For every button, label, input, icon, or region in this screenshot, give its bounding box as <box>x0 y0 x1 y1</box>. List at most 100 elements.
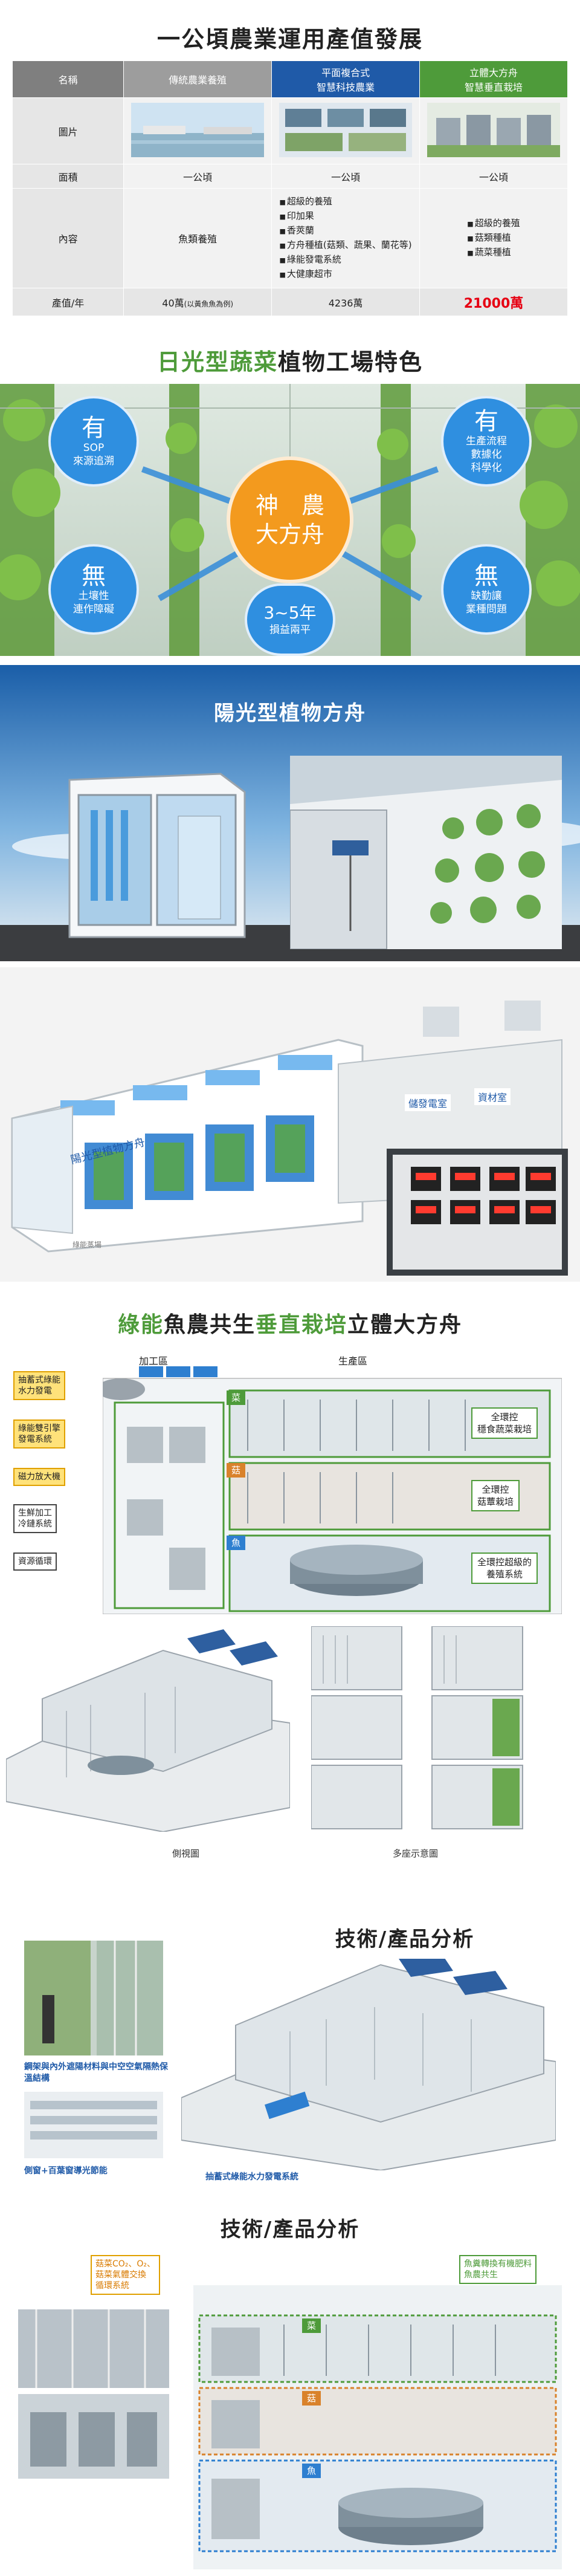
list-item: 超級的養殖 <box>280 195 412 209</box>
feature-small: 來源追溯 <box>73 455 114 467</box>
section-sunlight-ark: 陽光型植物方舟 <box>0 665 580 961</box>
row-label-content: 內容 <box>11 188 124 288</box>
output-flat: 4236萬 <box>271 288 420 316</box>
section4-title-black2: 立體大方舟 <box>347 1312 463 1337</box>
room-label-materials: 資材室 <box>474 1088 511 1105</box>
list-item: 大健康超市 <box>280 267 412 282</box>
section4-title-green: 綠能 <box>117 1312 164 1337</box>
table-row-image: 圖片 <box>11 97 568 164</box>
list-item: 綠能發電系統 <box>280 253 412 267</box>
table-row-output: 產值/年 40萬(以黃魚魚為例) 4236萬 21000萬 <box>11 288 568 316</box>
caption-steel-frame: 鋼架與內外遮陽材料與中空空氣隔熱保溫結構 <box>24 2062 168 2083</box>
side-view-illustration <box>6 1629 290 1832</box>
list-item: 香莢蘭 <box>280 224 412 238</box>
section-vertical-ark: 綠能魚農共生垂直栽培立體大方舟 加工區 生產區 菜 菇 魚 抽蓄式綠能 水力發電… <box>0 1300 580 1880</box>
list-item: 蔬菜種植 <box>467 245 520 260</box>
side-window-photo <box>24 2092 163 2158</box>
multi-view-illustration <box>311 1626 523 1829</box>
section1-title: 一公頃農業運用產值發展 <box>156 26 423 53</box>
ark-exterior-illustration <box>0 967 580 1282</box>
content-flat-list: 超級的養殖 印加果 香莢蘭 方舟種植(菇類、蔬果、蘭花等) 綠能發電系統 大健康… <box>280 195 412 282</box>
table-header-row: 名稱 傳統農業養殖 平面複合式 智慧科技農業 立體大方舟 智慧垂直栽培 <box>11 60 568 98</box>
output-traditional-value: 40萬 <box>162 297 184 309</box>
table-row-content: 內容 魚類養殖 超級的養殖 印加果 香莢蘭 方舟種植(菇類、蔬果、蘭花等) 綠能… <box>11 188 568 288</box>
list-item: 印加果 <box>280 209 412 224</box>
center-circle: 神 農 大方舟 <box>227 456 353 583</box>
floor-tag-vegetable-2: 菜 <box>302 2318 321 2333</box>
caption-side-window: 側窗+百葉窗導光節能 <box>24 2166 108 2176</box>
section2-title: 日光型蔬菜植物工場特色 <box>0 343 580 377</box>
fish-farm-cross-section <box>193 2285 562 2569</box>
feature-circle-process: 有 生產流程 數據化 科學化 <box>441 396 532 487</box>
header-ark: 立體大方舟 智慧垂直栽培 <box>419 60 568 98</box>
section-tech-analysis-2: 技術/產品分析 菇菜CO₂、O₂、 菇菜氣體交換 循環系統 魚糞轉換有機肥料 魚… <box>0 2207 580 2569</box>
header-traditional: 傳統農業養殖 <box>123 60 272 98</box>
zone-label-processing: 加工區 <box>139 1355 169 1367</box>
content-ark-list: 超級的養殖 菇類種植 蔬菜種植 <box>467 216 520 260</box>
tag-fish-fertilizer: 魚糞轉換有機肥料 魚農共生 <box>459 2255 536 2284</box>
row-label-output: 產值/年 <box>11 288 124 316</box>
feature-circle-breakeven: 3~5年 損益兩平 <box>245 583 335 656</box>
list-item: 方舟種植(菇類、蔬果、蘭花等) <box>280 238 412 253</box>
feature-small: SOP <box>83 442 105 454</box>
row-label-image: 圖片 <box>11 97 124 164</box>
feature-small: 土壤性 <box>78 590 109 602</box>
content-flat: 超級的養殖 印加果 香莢蘭 方舟種植(菇類、蔬果、蘭花等) 綠能發電系統 大健康… <box>271 188 420 288</box>
feature-small: 損益兩平 <box>269 624 311 636</box>
section4-title: 綠能魚農共生垂直栽培立體大方舟 <box>0 1307 580 1338</box>
tag-cold-chain: 生鮮加工 冷鏈系統 <box>13 1504 57 1533</box>
floor-tag-mushroom-2: 菇 <box>302 2391 321 2406</box>
tag-recycle: 資源循環 <box>13 1552 57 1571</box>
floor-tag-vegetable: 菜 <box>227 1390 246 1405</box>
output-ark: 21000萬 <box>419 288 568 316</box>
ark-small-label: 綠能蒸場 <box>72 1241 102 1249</box>
tag-gas-exchange: 菇菜CO₂、O₂、 菇菜氣體交換 循環系統 <box>91 2255 161 2295</box>
image-traditional <box>123 97 272 164</box>
section4-title-black1: 魚農共生 <box>163 1312 256 1337</box>
section-ark-exterior: 陽光型植物方舟 綠能蒸場 儲發電室 資材室 <box>0 967 580 1282</box>
image-ark <box>419 97 568 164</box>
feature-circle-labor: 無 缺勤讓 業種問題 <box>441 544 532 635</box>
image-flat <box>271 97 420 164</box>
feature-small: 連作障礙 <box>73 603 114 615</box>
list-item: 超級的養殖 <box>467 216 520 231</box>
feature-circle-soil: 無 土壤性 連作障礙 <box>48 544 139 635</box>
section4-title-green2: 垂直栽培 <box>256 1312 348 1337</box>
area-flat: 一公頃 <box>271 164 420 189</box>
steel-frame-photo <box>24 1941 163 2055</box>
ark-interior-illustration <box>290 756 562 949</box>
caption-multi-view: 多座示意圖 <box>393 1848 439 1859</box>
feature-big: 無 <box>474 562 498 590</box>
section-value-development: 一公頃農業運用產值發展 名稱 傳統農業養殖 平面複合式 智慧科技農業 立體大方舟… <box>0 0 580 326</box>
ark-box-illustration <box>68 773 246 938</box>
feature-big: 3~5年 <box>263 603 317 623</box>
area-traditional: 一公頃 <box>123 164 272 189</box>
feature-big: 有 <box>474 407 498 435</box>
area-ark: 一公頃 <box>419 164 568 189</box>
section3-title: 陽光型植物方舟 <box>214 701 366 725</box>
feature-small: 數據化 <box>471 449 502 461</box>
content-traditional: 魚類養殖 <box>123 188 272 288</box>
tag-fish-system: 全環控超級的 養殖系統 <box>471 1552 538 1584</box>
feature-small: 業種問題 <box>466 603 507 615</box>
section2-title-black: 植物工場特色 <box>278 349 424 375</box>
section-features: 日光型蔬菜植物工場特色 神 農 大方舟 <box>0 339 580 659</box>
section2-title-green: 日光型蔬菜 <box>156 349 278 375</box>
section6-title: 技術/產品分析 <box>220 2218 360 2242</box>
comparison-table: 名稱 傳統農業養殖 平面複合式 智慧科技農業 立體大方舟 智慧垂直栽培 圖片 <box>11 60 568 316</box>
floor-tag-fish: 魚 <box>227 1536 246 1550</box>
tag-mushroom-system: 全環控 菇蕈栽培 <box>471 1480 520 1511</box>
tag-vegetable-system: 全環控 穩食蔬菜栽培 <box>471 1407 538 1439</box>
header-name: 名稱 <box>11 60 124 98</box>
feature-big: 有 <box>82 414 106 442</box>
feature-small: 科學化 <box>471 462 502 474</box>
ark-farm-image <box>427 102 561 157</box>
fish-pond-image <box>131 102 265 157</box>
caption-side-view: 側視圖 <box>172 1848 200 1859</box>
zone-label-production: 生產區 <box>338 1355 368 1367</box>
interior-photos <box>18 2309 169 2479</box>
output-traditional: 40萬(以黃魚魚為例) <box>123 288 272 316</box>
section5-title: 技術/產品分析 <box>335 1927 475 1951</box>
hydro-power-illustration <box>181 1959 556 2170</box>
